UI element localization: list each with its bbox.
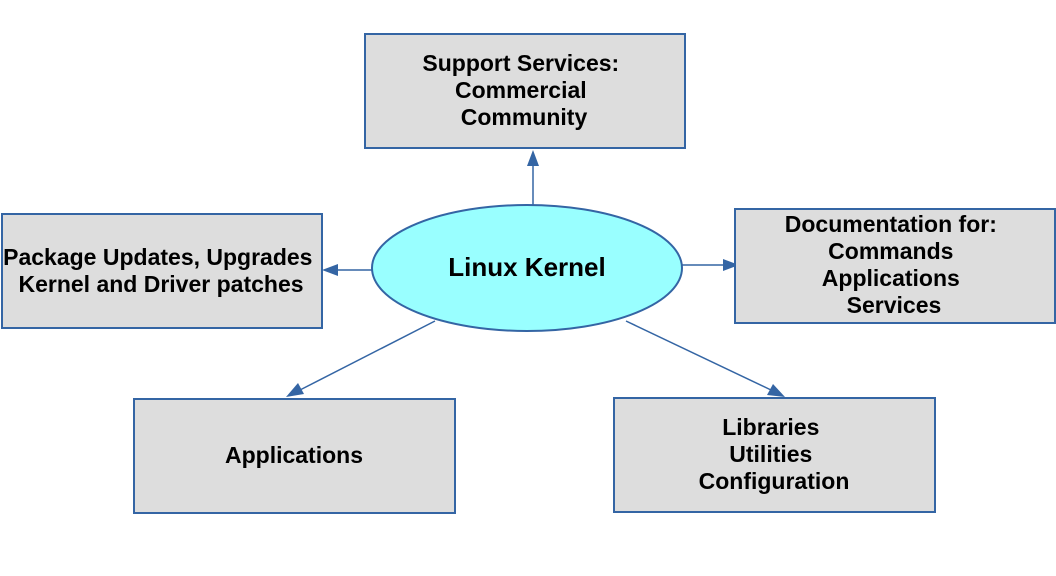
applications-box	[133, 398, 456, 514]
linux-kernel-ellipse	[371, 204, 683, 332]
support-services-box	[364, 33, 686, 149]
packages-line-2: Kernel and Driver patches	[18, 271, 303, 297]
package-updates-box	[1, 213, 323, 329]
node-documentation: Documentation for: Commands Applications…	[734, 208, 1056, 324]
applications-line-1: Applications	[225, 442, 363, 468]
arrowhead-applications	[286, 383, 304, 397]
support-line-3: Community	[461, 104, 588, 130]
node-applications: Applications	[133, 398, 456, 514]
arrowhead-documentation	[723, 259, 739, 271]
linux-kernel-label: Linux Kernel	[448, 252, 605, 282]
connectors	[286, 150, 785, 397]
documentation-line-1: Documentation for:	[785, 211, 997, 237]
node-support-services: Support Services: Commercial Community	[364, 33, 686, 149]
support-services-text: Support Services: Commercial Community	[422, 50, 625, 130]
documentation-box	[734, 208, 1056, 324]
libraries-text: Libraries Utilities Configuration	[699, 414, 850, 494]
node-package-updates: Package Updates, Upgrades Kernel and Dri…	[1, 213, 323, 329]
package-updates-text: Package Updates, Upgrades Kernel and Dri…	[3, 244, 319, 297]
support-line-2: Commercial	[455, 77, 587, 103]
arrowhead-packages	[322, 264, 338, 276]
node-libraries: Libraries Utilities Configuration	[613, 397, 936, 513]
documentation-text: Documentation for: Commands Applications…	[785, 211, 1004, 318]
arrowhead-support	[527, 150, 539, 166]
edge-to-applications	[299, 320, 436, 391]
libraries-line-1: Libraries	[722, 414, 819, 440]
libraries-line-2: Utilities	[729, 441, 812, 467]
support-line-1: Support Services:	[422, 50, 619, 76]
libraries-line-3: Configuration	[699, 468, 850, 494]
node-linux-kernel: Linux Kernel	[371, 204, 683, 332]
documentation-line-4: Services	[847, 292, 942, 318]
applications-text: Applications	[225, 442, 363, 468]
packages-line-1: Package Updates, Upgrades	[3, 244, 312, 270]
documentation-line-3: Applications	[822, 265, 960, 291]
documentation-line-2: Commands	[828, 238, 953, 264]
arrowhead-libraries	[767, 384, 785, 397]
libraries-box	[613, 397, 936, 513]
edge-to-libraries	[625, 320, 772, 391]
